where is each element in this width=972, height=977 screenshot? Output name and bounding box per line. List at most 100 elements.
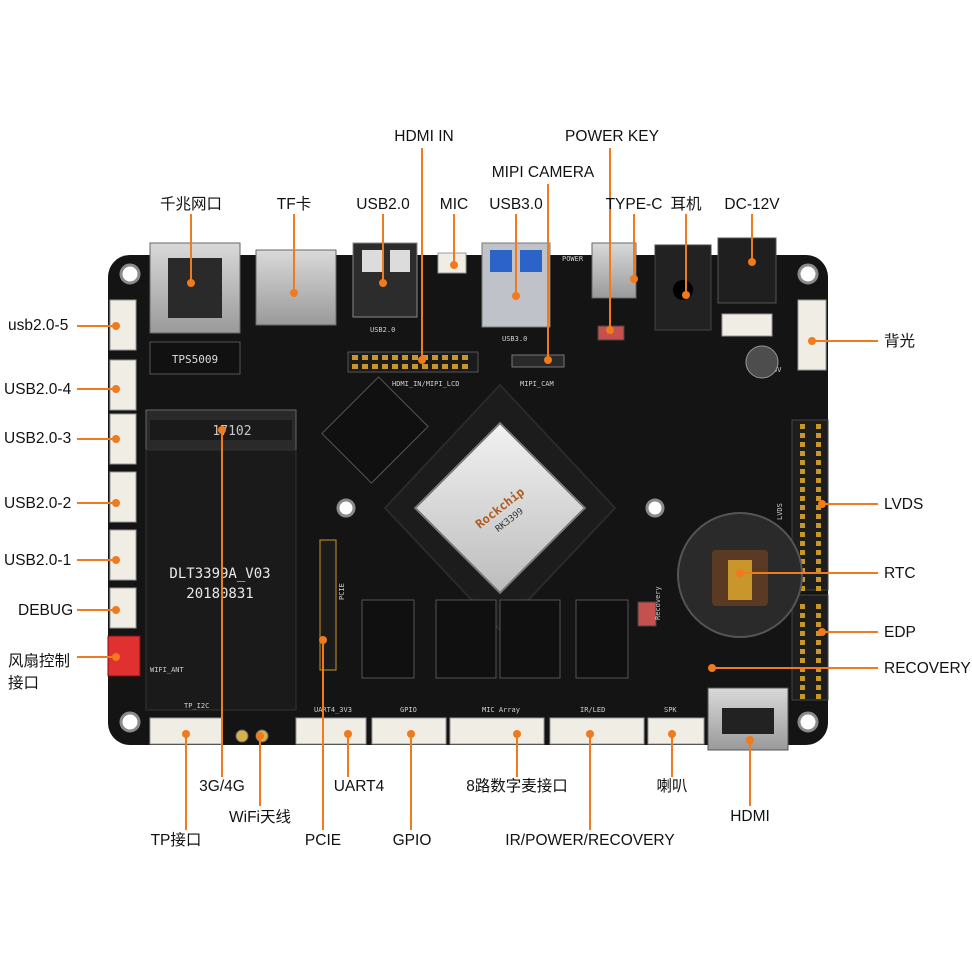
label-earphone: 耳机: [670, 196, 702, 213]
header-pin: [442, 364, 448, 369]
header-pins: [800, 424, 821, 699]
header-pin: [816, 649, 821, 654]
header-pin: [800, 640, 805, 645]
header-pin: [452, 364, 458, 369]
header-pin: [816, 568, 821, 573]
bottom-connectors: [149, 717, 705, 745]
header-pin: [800, 478, 805, 483]
label-usb20-3: USB2.0-3: [4, 430, 72, 447]
header-pin: [800, 496, 805, 501]
header-pin: [800, 550, 805, 555]
header-pin: [816, 451, 821, 456]
header-pin: [800, 514, 805, 519]
silk-gpio: GPIO: [400, 706, 417, 714]
header-pin: [816, 694, 821, 699]
pointer-dot: [112, 653, 120, 661]
pointer-dot: [513, 730, 521, 738]
label-gpio: GPIO: [392, 832, 432, 849]
silk-mipi-cam: MIPI_CAM: [520, 380, 554, 388]
header-pin: [800, 532, 805, 537]
header-pin: [816, 523, 821, 528]
header-pin: [800, 694, 805, 699]
pointer-dot: [112, 322, 120, 330]
label-wifi-antenna: WiFi天线: [229, 809, 291, 826]
pointer-dot: [748, 258, 756, 266]
header-pin: [816, 658, 821, 663]
header-pin: [392, 355, 398, 360]
header-pin: [462, 355, 468, 360]
left-connectors: [109, 299, 137, 629]
silk-recovery: Recovery: [654, 586, 662, 620]
header-pin: [816, 424, 821, 429]
silk-ir-led: IR/LED: [580, 706, 605, 714]
recovery-button: [637, 601, 657, 627]
header-pin: [412, 355, 418, 360]
header-pin: [800, 433, 805, 438]
label-hdmi: HDMI: [730, 808, 770, 825]
pointer-dot: [544, 356, 552, 364]
tf-slot: [255, 249, 337, 326]
pointer-dot: [808, 337, 816, 345]
label-mic: MIC: [439, 196, 469, 213]
header-pin: [352, 364, 358, 369]
header-pin: [800, 424, 805, 429]
header-pin: [800, 649, 805, 654]
pointer-dot: [379, 279, 387, 287]
label-debug: DEBUG: [18, 602, 74, 619]
pointer-dot: [512, 292, 520, 300]
label-uart4: UART4: [333, 778, 385, 795]
header-pin: [800, 460, 805, 465]
pointer-dot: [344, 730, 352, 738]
electrolytic-capacitor: [745, 345, 779, 379]
pointer-dot: [182, 730, 190, 738]
pointer-dot: [112, 606, 120, 614]
header-pin: [800, 523, 805, 528]
label-fan-control: 风扇控制 接口: [8, 653, 71, 692]
pointer-dot: [290, 289, 298, 297]
pointer-dot: [668, 730, 676, 738]
header-pin: [462, 364, 468, 369]
header-pin: [816, 640, 821, 645]
header-pin: [800, 604, 805, 609]
header-pin: [372, 355, 378, 360]
label-ir-power-recovery: IR/POWER/RECOVERY: [505, 832, 675, 849]
header-pin: [392, 364, 398, 369]
label-3g4g: 3G/4G: [199, 778, 245, 795]
pointer-lines: [77, 148, 878, 830]
pointer-dot: [407, 730, 415, 738]
header-pin: [362, 364, 368, 369]
right-white-connector: [797, 299, 827, 371]
header-pin: [816, 685, 821, 690]
pointer-dot: [736, 569, 744, 577]
header-pin: [816, 496, 821, 501]
header-pin: [816, 442, 821, 447]
pointer-dot: [112, 435, 120, 443]
header-pin: [816, 478, 821, 483]
pointer-dot: [187, 279, 195, 287]
label-usb20-2: USB2.0-2: [4, 495, 72, 512]
header-pin: [352, 355, 358, 360]
label-tf-card: TF卡: [276, 196, 312, 213]
pointer-dot: [450, 261, 458, 269]
silk-power: POWER: [562, 255, 584, 263]
header-pin: [816, 577, 821, 582]
type-c-port: [591, 242, 637, 299]
header-pin: [816, 469, 821, 474]
board-date: 20180831: [186, 586, 253, 602]
header-pin: [382, 355, 388, 360]
header-pin: [800, 622, 805, 627]
backlight-connector: [721, 313, 773, 337]
header-pin: [452, 355, 458, 360]
pointer-dot: [682, 291, 690, 299]
pointer-dot: [256, 732, 264, 740]
header-pin: [816, 532, 821, 537]
label-lvds: LVDS: [884, 496, 924, 513]
header-pin: [402, 364, 408, 369]
pointer-dot: [606, 326, 614, 334]
header-pin: [816, 505, 821, 510]
pointer-dot: [218, 426, 226, 434]
pointer-dot: [418, 356, 426, 364]
antenna-connectors: [235, 729, 269, 743]
